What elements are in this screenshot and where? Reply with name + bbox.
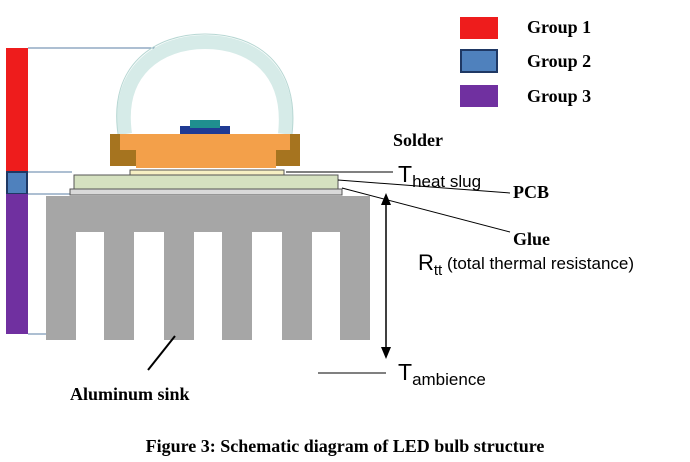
led-chip-base bbox=[180, 126, 230, 134]
legend-swatch-group3 bbox=[460, 85, 498, 107]
group3-bar bbox=[6, 194, 28, 334]
solder-label: Solder bbox=[393, 130, 443, 150]
pcb-label: PCB bbox=[513, 182, 549, 202]
group2-bar bbox=[6, 171, 28, 195]
led-body bbox=[120, 134, 290, 168]
rtt-arrow-head-bottom bbox=[381, 347, 391, 359]
group1-bar bbox=[6, 48, 28, 172]
glue-leader bbox=[341, 187, 511, 233]
glue-layer bbox=[69, 188, 343, 196]
t-heat-main: T bbox=[398, 161, 412, 187]
legend-label-group2: Group 2 bbox=[527, 51, 591, 71]
pcb-board bbox=[73, 174, 339, 190]
solder-strip bbox=[129, 169, 285, 176]
legend-label-group1: Group 1 bbox=[527, 17, 591, 37]
heat-sink bbox=[46, 196, 370, 340]
rtt-label: Rtt (total thermal resistance) bbox=[418, 250, 634, 279]
t-heat-sub: heat slug bbox=[412, 172, 481, 191]
t-heat-slug-label: Theat slug bbox=[398, 161, 481, 191]
led-chip bbox=[190, 120, 220, 128]
lens-dome bbox=[116, 34, 293, 135]
rtt-desc: (total thermal resistance) bbox=[442, 254, 634, 273]
lens-dome-outline bbox=[116, 33, 294, 135]
rtt-arrow-head-top bbox=[381, 193, 391, 205]
t-amb-sub: ambience bbox=[412, 370, 486, 389]
rtt-main: R bbox=[418, 250, 434, 275]
glue-label: Glue bbox=[513, 229, 550, 249]
legend-swatch-group1 bbox=[460, 17, 498, 39]
rtt-sub: tt bbox=[434, 262, 443, 279]
t-ambience-label: Tambience bbox=[398, 359, 486, 389]
figure-caption: Figure 3: Schematic diagram of LED bulb … bbox=[146, 436, 545, 456]
aluminum-sink-label: Aluminum sink bbox=[70, 384, 190, 404]
legend-label-group3: Group 3 bbox=[527, 86, 591, 106]
legend-swatch-group2 bbox=[460, 49, 498, 73]
t-amb-main: T bbox=[398, 359, 412, 385]
pcb-leader bbox=[337, 179, 511, 194]
aluminum-sink-leader bbox=[147, 335, 176, 371]
